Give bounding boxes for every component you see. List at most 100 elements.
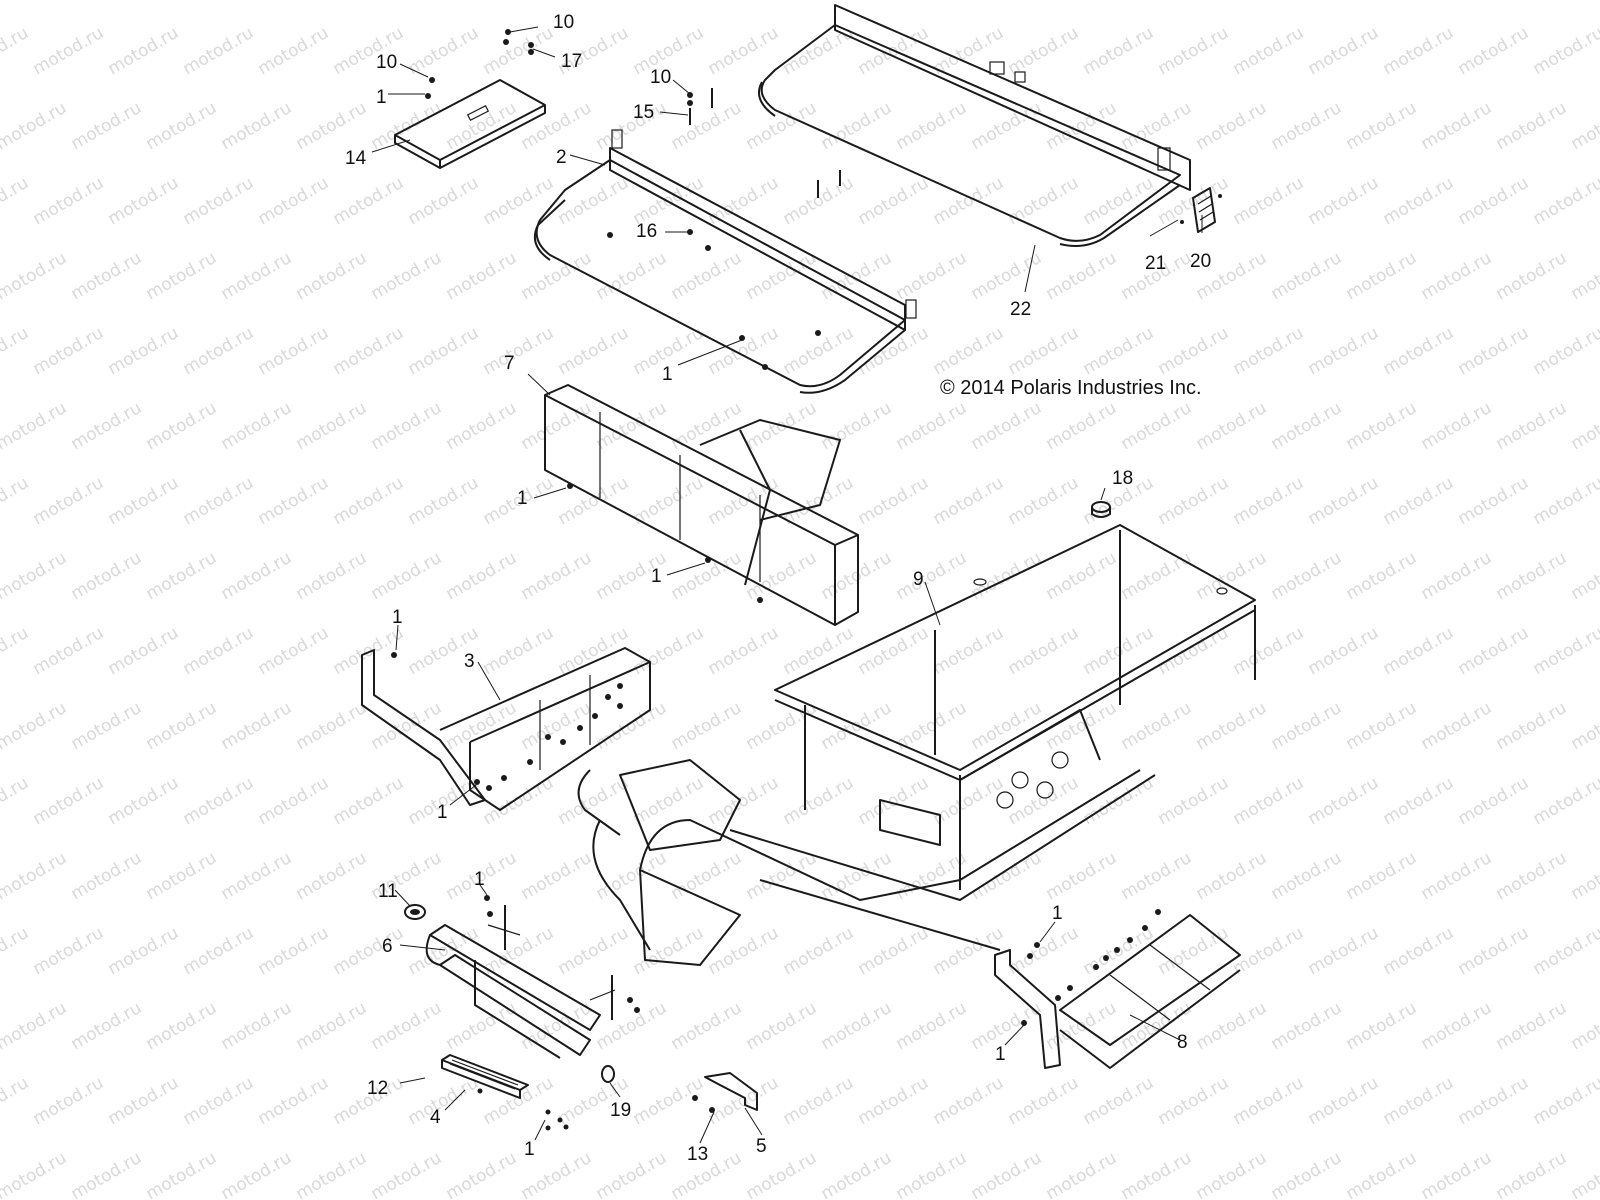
- watermark-text: motod.ru: [518, 248, 596, 304]
- watermark-text: motod.ru: [1455, 173, 1533, 229]
- watermark-text: motod.ru: [293, 98, 371, 154]
- watermark-text: motod.ru: [30, 473, 108, 529]
- watermark-text: motod.ru: [855, 173, 933, 229]
- watermark-text: motod.ru: [630, 1073, 708, 1129]
- watermark-text: motod.ru: [1343, 98, 1421, 154]
- watermark-text: motod.ru: [668, 398, 746, 454]
- watermark-text: motod.ru: [443, 248, 521, 304]
- watermark-text: motod.ru: [1568, 248, 1600, 304]
- watermark-text: motod.ru: [443, 398, 521, 454]
- watermark-text: motod.ru: [1230, 1073, 1308, 1129]
- watermark-text: motod.ru: [405, 23, 483, 79]
- watermark-text: motod.ru: [930, 623, 1008, 679]
- watermark-text: motod.ru: [218, 548, 296, 604]
- watermark-text: motod.ru: [1455, 473, 1533, 529]
- watermark-text: motod.ru: [1080, 623, 1158, 679]
- callout-8: 8: [1177, 1032, 1188, 1053]
- watermark-text: motod.ru: [218, 398, 296, 454]
- watermark-text: motod.ru: [30, 1073, 108, 1129]
- watermark-text: motod.ru: [68, 1148, 146, 1200]
- watermark-text: motod.ru: [1305, 1073, 1383, 1129]
- watermark-text: motod.ru: [1530, 173, 1600, 229]
- watermark-text: motod.ru: [293, 848, 371, 904]
- callout-19: 19: [610, 1100, 631, 1121]
- watermark-text: motod.ru: [1418, 398, 1496, 454]
- watermark-text: motod.ru: [218, 998, 296, 1054]
- watermark-text: motod.ru: [1418, 698, 1496, 754]
- watermark-text: motod.ru: [105, 473, 183, 529]
- watermark-text: motod.ru: [593, 1148, 671, 1200]
- watermark-text: motod.ru: [1268, 98, 1346, 154]
- watermark-text: motod.ru: [30, 173, 108, 229]
- callout-9: 9: [913, 569, 924, 590]
- watermark-text: motod.ru: [743, 698, 821, 754]
- watermark-text: motod.ru: [1493, 548, 1571, 604]
- watermark-text: motod.ru: [330, 923, 408, 979]
- watermark-text: motod.ru: [893, 398, 971, 454]
- watermark-text: motod.ru: [1568, 98, 1600, 154]
- watermark-text: motod.ru: [1493, 0, 1571, 4]
- watermark-text: motod.ru: [180, 623, 258, 679]
- watermark-text: motod.ru: [293, 998, 371, 1054]
- watermark-text: motod.ru: [1080, 323, 1158, 379]
- watermark-text: motod.ru: [968, 548, 1046, 604]
- watermark-text: motod.ru: [593, 998, 671, 1054]
- watermark-text: motod.ru: [105, 173, 183, 229]
- watermark-text: motod.ru: [893, 848, 971, 904]
- watermark-text: motod.ru: [368, 248, 446, 304]
- watermark-text: motod.ru: [30, 923, 108, 979]
- watermark-text: motod.ru: [1193, 1148, 1271, 1200]
- watermark-text: motod.ru: [1418, 248, 1496, 304]
- watermark-text: motod.ru: [180, 473, 258, 529]
- watermark-text: motod.ru: [930, 173, 1008, 229]
- part-5-bracket: [692, 1072, 758, 1113]
- part-4-grille: [441, 1054, 529, 1099]
- callout-20: 20: [1190, 251, 1211, 272]
- watermark-text: motod.ru: [1493, 1148, 1571, 1200]
- callout-11: 11: [378, 881, 398, 902]
- watermark-text: motod.ru: [780, 923, 858, 979]
- watermark-text: motod.ru: [143, 848, 221, 904]
- watermark-text: motod.ru: [1305, 773, 1383, 829]
- watermark-text: motod.ru: [1193, 548, 1271, 604]
- watermark-text: motod.ru: [0, 923, 32, 979]
- watermark-text: motod.ru: [180, 23, 258, 79]
- watermark-text: motod.ru: [368, 998, 446, 1054]
- watermark-text: motod.ru: [705, 173, 783, 229]
- watermark-text: motod.ru: [0, 173, 32, 229]
- callout-14: 14: [345, 148, 367, 169]
- copyright-notice: © 2014 Polaris Industries Inc.: [940, 377, 1202, 399]
- watermark-text: motod.ru: [1380, 473, 1458, 529]
- watermark-text: motod.ru: [368, 548, 446, 604]
- watermark-text: motod.ru: [1230, 923, 1308, 979]
- callout-17: 17: [561, 51, 582, 72]
- watermark-text: motod.ru: [0, 623, 32, 679]
- watermark-text: motod.ru: [780, 1073, 858, 1129]
- part-9-main-frame: [577, 524, 1256, 966]
- watermark-text: motod.ru: [143, 248, 221, 304]
- watermark-text: motod.ru: [1043, 1148, 1121, 1200]
- watermark-text: motod.ru: [0, 773, 32, 829]
- watermark-text: motod.ru: [218, 98, 296, 154]
- watermark-text: motod.ru: [593, 848, 671, 904]
- watermark-text: motod.ru: [818, 248, 896, 304]
- watermark-text: motod.ru: [1230, 623, 1308, 679]
- watermark-text: motod.ru: [480, 323, 558, 379]
- watermark-text: motod.ru: [705, 1073, 783, 1129]
- watermark-text: motod.ru: [818, 0, 896, 4]
- watermark-text: motod.ru: [555, 773, 633, 829]
- watermark-text: motod.ru: [0, 1148, 70, 1200]
- watermark-text: motod.ru: [443, 698, 521, 754]
- watermark-text: motod.ru: [593, 698, 671, 754]
- watermark-text: motod.ru: [968, 848, 1046, 904]
- watermark-text: motod.ru: [893, 548, 971, 604]
- watermark-text: motod.ru: [668, 698, 746, 754]
- watermark-text: motod.ru: [893, 248, 971, 304]
- watermark-text: motod.ru: [143, 998, 221, 1054]
- watermark-text: motod.ru: [368, 398, 446, 454]
- watermark-text: motod.ru: [668, 98, 746, 154]
- watermark-text: motod.ru: [1568, 848, 1600, 904]
- watermark-text: motod.ru: [705, 323, 783, 379]
- watermark-text: motod.ru: [1268, 698, 1346, 754]
- watermark-text: motod.ru: [1005, 623, 1083, 679]
